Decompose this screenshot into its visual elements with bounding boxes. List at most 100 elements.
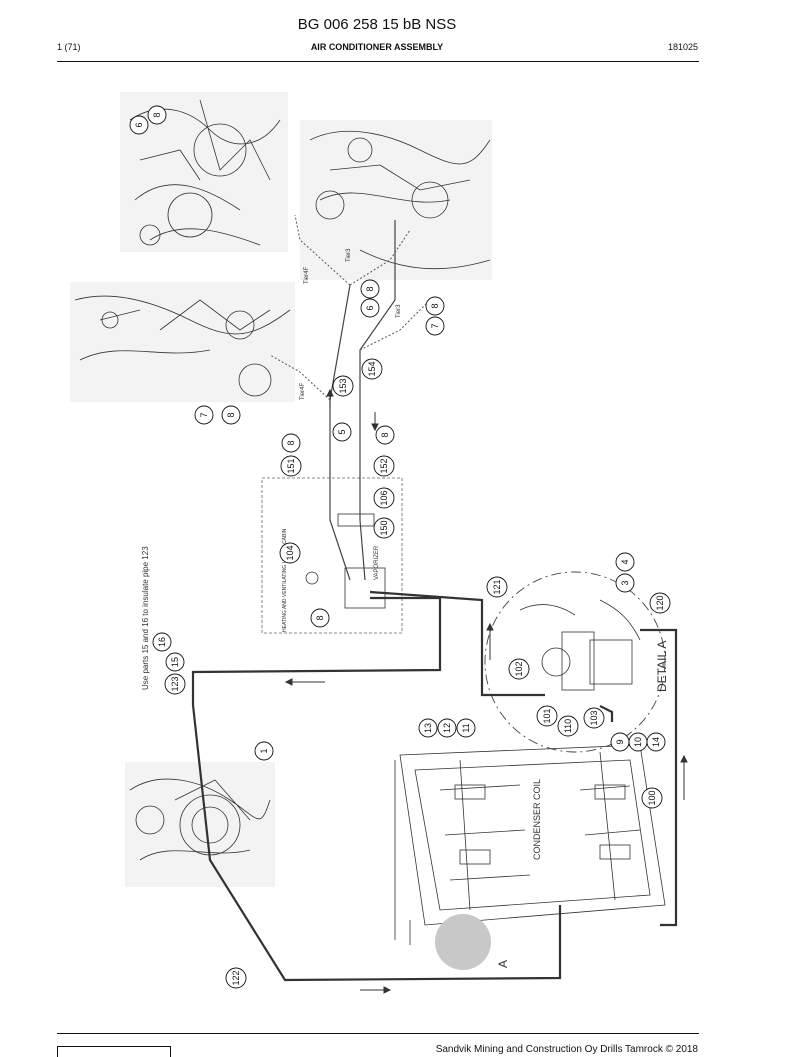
label-tier-1: Tier3 xyxy=(346,248,352,262)
heating-unit-box xyxy=(261,477,403,634)
condenser-unit xyxy=(394,744,666,945)
document-title: AIR CONDITIONER ASSEMBLY xyxy=(310,42,444,52)
callout-label: 6 xyxy=(134,122,144,127)
callout-label: 101 xyxy=(542,708,552,723)
callout-1: 1 xyxy=(254,741,274,761)
callout-103: 103 xyxy=(583,707,605,729)
label-tier-0: Tier4F xyxy=(300,383,306,400)
pipe-152 xyxy=(359,460,366,581)
callout-label: 106 xyxy=(379,490,389,505)
callout-label: 5 xyxy=(337,429,347,434)
callout-label: 121 xyxy=(492,579,502,594)
pipe-120 xyxy=(640,628,678,927)
callout-label: 120 xyxy=(655,595,665,610)
callout-101: 101 xyxy=(536,705,558,727)
callout-8: 8 xyxy=(147,105,167,125)
tier4f-route-upper xyxy=(294,214,351,286)
callout-8: 8 xyxy=(425,296,445,316)
callout-8: 8 xyxy=(360,279,380,299)
callout-9: 9 xyxy=(610,732,630,752)
callout-152: 152 xyxy=(373,455,395,477)
callout-label: 110 xyxy=(563,719,573,733)
flow-arrows xyxy=(284,388,688,994)
engine-photo-top-left xyxy=(120,92,288,252)
callout-102: 102 xyxy=(508,658,530,680)
callout-label: 152 xyxy=(379,458,389,473)
callout-label: 100 xyxy=(647,790,657,805)
callout-label: 6 xyxy=(365,305,375,310)
callout-label: 8 xyxy=(315,615,325,620)
callout-5: 5 xyxy=(332,422,352,442)
document-number: BG 006 258 15 bB NSS xyxy=(297,16,457,33)
engine-photo-top-right xyxy=(300,120,492,280)
pipe-121 xyxy=(369,590,545,697)
pipe-154 xyxy=(359,220,396,460)
label-detail-a: DETAIL A xyxy=(655,641,669,692)
callout-123: 123 xyxy=(164,673,186,695)
vaporizer-block xyxy=(344,567,386,609)
tier4f-route-lower xyxy=(269,354,331,401)
callout-label: 16 xyxy=(157,637,167,647)
callout-13: 13 xyxy=(418,718,438,738)
callout-8: 8 xyxy=(221,405,241,425)
callout-label: 3 xyxy=(620,580,630,585)
callout-label: 154 xyxy=(367,361,377,376)
callout-label: 153 xyxy=(338,378,348,393)
callout-label: 1 xyxy=(259,748,269,753)
callout-label: 8 xyxy=(365,286,375,291)
callout-6: 6 xyxy=(129,115,149,135)
callout-label: 104 xyxy=(285,545,295,560)
callout-4: 4 xyxy=(615,552,635,572)
tier3-route-lower xyxy=(359,299,431,351)
callout-label: 8 xyxy=(152,112,162,117)
callout-14: 14 xyxy=(646,732,666,752)
callout-106: 106 xyxy=(373,487,395,509)
callout-120: 120 xyxy=(649,592,671,614)
page-number: 1 (71) xyxy=(57,42,81,52)
callout-label: 10 xyxy=(633,737,643,747)
callout-122: 122 xyxy=(225,967,247,989)
pipe-151 xyxy=(329,460,351,581)
callout-label: 13 xyxy=(423,723,433,733)
callout-label: 8 xyxy=(286,440,296,445)
engine-photo-middle-left xyxy=(70,282,295,402)
callout-label: 4 xyxy=(620,559,630,564)
callout-7: 7 xyxy=(425,316,445,336)
callout-15: 15 xyxy=(165,652,185,672)
callout-10: 10 xyxy=(628,732,648,752)
label-condenser-coil: CONDENSER COIL xyxy=(532,779,542,860)
pipe-joint xyxy=(599,705,614,722)
callout-label: 102 xyxy=(514,661,524,676)
callout-label: 8 xyxy=(226,412,236,417)
callout-label: 150 xyxy=(379,520,389,535)
detail-a-view xyxy=(484,571,666,753)
footer-rule xyxy=(57,1033,699,1034)
callout-label: 151 xyxy=(286,458,296,473)
engine-photo-bottom-left xyxy=(125,762,275,887)
callout-label: 7 xyxy=(430,323,440,328)
sandvik-logo xyxy=(57,1046,171,1057)
callout-16: 16 xyxy=(152,632,172,652)
callout-label: 122 xyxy=(231,970,241,985)
callout-label: 8 xyxy=(430,303,440,308)
callout-label: 11 xyxy=(461,723,471,732)
callout-151: 151 xyxy=(280,455,302,477)
callout-8: 8 xyxy=(375,425,395,445)
document-date: 181025 xyxy=(667,42,698,52)
callout-11: 11 xyxy=(456,718,476,738)
note-heating-unit: HEATING AND VENTILATING UNIT IN CABIN xyxy=(282,528,288,632)
callout-12: 12 xyxy=(437,718,457,738)
callout-label: 8 xyxy=(380,432,390,437)
callout-154: 154 xyxy=(361,358,383,380)
callout-8: 8 xyxy=(310,608,330,628)
vaporizer-fan xyxy=(305,571,319,585)
callout-label: 103 xyxy=(589,710,599,725)
detail-a-location-marker xyxy=(435,914,491,970)
note-insulate: Use parts 15 and 16 to insulate pipe 123 xyxy=(141,546,150,690)
callout-label: 123 xyxy=(170,676,180,691)
callout-100: 100 xyxy=(641,787,663,809)
callout-121: 121 xyxy=(486,576,508,598)
callout-104: 104 xyxy=(279,542,301,564)
